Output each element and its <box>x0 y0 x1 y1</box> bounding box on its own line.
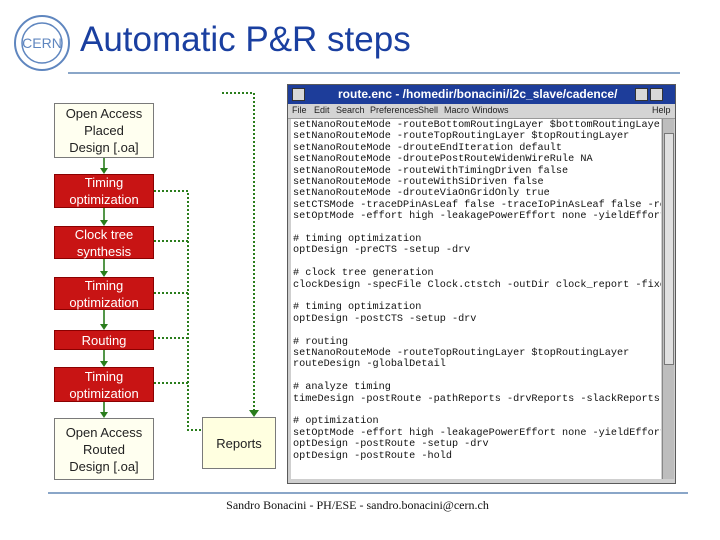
menu-bar: File Edit Search Preferences Shell Macro… <box>288 104 675 119</box>
editor-window: route.enc - /homedir/bonacini/i2c_slave/… <box>287 84 676 484</box>
script-line: setNanoRouteMode -drouteViaOnGridOnly tr… <box>293 188 550 200</box>
script-line: setOptMode -effort high -leakagePowerEff… <box>293 427 661 439</box>
page-title: Automatic P&R steps <box>80 20 411 59</box>
menu-macro[interactable]: Macro <box>444 105 470 115</box>
script-line: setNanoRouteMode -routeTopRoutingLayer $… <box>293 348 630 359</box>
cern-logo: CERN <box>14 15 70 71</box>
footer-text: Sandro Bonacini - PH/ESE - sandro.bonaci… <box>226 498 489 512</box>
menu-edit[interactable]: Edit <box>314 105 330 115</box>
routing-step: Routing <box>54 330 154 350</box>
script-line: setOptMode -effort high -leakagePowerEff… <box>293 211 661 223</box>
script-text-area[interactable]: setNanoRouteMode -routeBottomRoutingLaye… <box>291 119 661 479</box>
script-line: optDesign -postCTS -setup -drv <box>293 313 477 325</box>
script-line: setNanoRouteMode -drouteEndIteration def… <box>293 142 562 154</box>
window-menu-icon[interactable] <box>292 88 305 101</box>
script-line: # timing optimization <box>293 234 422 245</box>
minimize-icon[interactable] <box>635 88 648 101</box>
script-line: optDesign -postRoute -setup -drv <box>293 439 489 451</box>
reports-doc: Reports <box>202 417 276 469</box>
script-line: # timing optimization <box>293 302 422 314</box>
clock-tree-synthesis-step: Clock tree synthesis <box>54 226 154 259</box>
footer-divider <box>48 492 688 494</box>
script-line: # clock tree generation <box>293 268 434 280</box>
window-title-bar[interactable]: route.enc - /homedir/bonacini/i2c_slave/… <box>288 85 675 104</box>
menu-shell[interactable]: Shell <box>418 105 439 115</box>
script-line: optDesign -postRoute -hold <box>293 450 452 462</box>
vertical-scrollbar[interactable] <box>662 119 674 479</box>
script-line: optDesign -preCTS -setup -drv <box>293 245 471 257</box>
menu-windows[interactable]: Windows <box>472 105 509 115</box>
script-line: routeDesign -globalDetail <box>293 359 446 371</box>
timing-optimization-step: Timing optimization <box>54 174 154 208</box>
script-line: setNanoRouteMode -routeBottomRoutingLaye… <box>293 120 661 131</box>
maximize-icon[interactable] <box>650 88 663 101</box>
script-line: # optimization <box>293 416 379 428</box>
script-line: setCTSMode -traceDPinAsLeaf false -trace… <box>293 199 661 211</box>
placed-design-doc: Open Access Placed Design [.oa] <box>54 103 154 158</box>
menu-help[interactable]: Help <box>652 105 671 115</box>
script-line: setNanoRouteMode -routeWithTimingDriven … <box>293 165 569 177</box>
script-line: # routing <box>293 336 349 348</box>
svg-text:CERN: CERN <box>22 35 62 51</box>
menu-file[interactable]: File <box>292 105 307 115</box>
script-line: # analyze timing <box>293 382 391 394</box>
menu-search[interactable]: Search <box>336 105 365 115</box>
script-line: setNanoRouteMode -routeWithSiDriven fals… <box>293 177 544 188</box>
menu-preferences[interactable]: Preferences <box>370 105 419 115</box>
timing-optimization-step: Timing optimization <box>54 277 154 310</box>
window-title: route.enc - /homedir/bonacini/i2c_slave/… <box>338 87 618 101</box>
scrollbar-thumb[interactable] <box>664 133 674 365</box>
title-divider <box>68 72 680 74</box>
script-line: clockDesign -specFile Clock.ctstch -outD… <box>293 279 661 291</box>
timing-optimization-step: Timing optimization <box>54 367 154 402</box>
script-line: setNanoRouteMode -droutePostRouteWidenWi… <box>293 154 593 166</box>
routed-design-doc: Open Access Routed Design [.oa] <box>54 418 154 480</box>
script-line: timeDesign -postRoute -pathReports -drvR… <box>293 393 661 405</box>
script-line: setNanoRouteMode -routeTopRoutingLayer $… <box>293 131 630 143</box>
